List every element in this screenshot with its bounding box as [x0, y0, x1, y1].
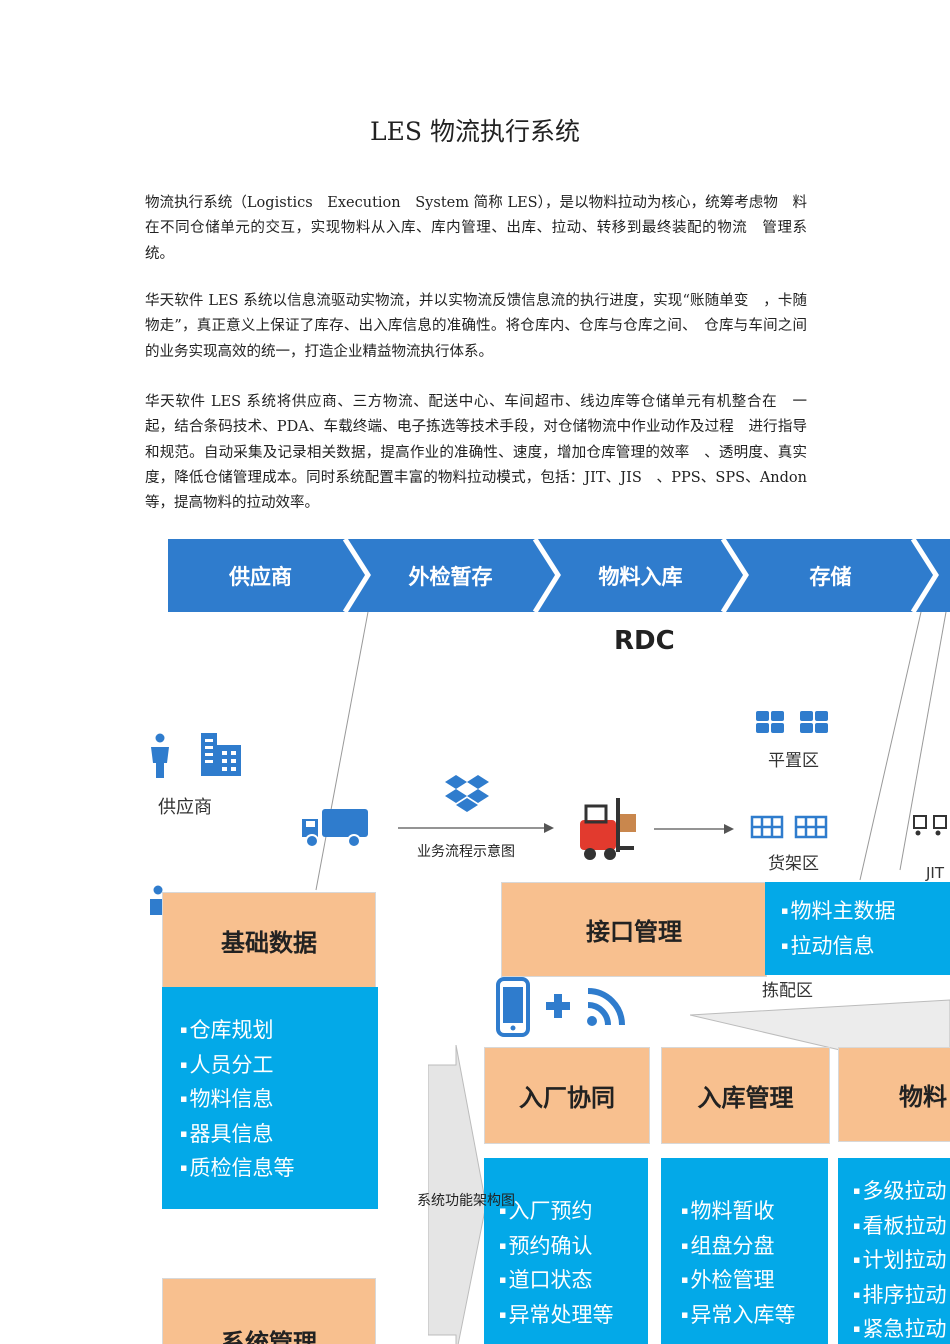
- base-data-item: 器具信息: [180, 1117, 378, 1152]
- architecture-caption: 系统功能架构图: [417, 1193, 515, 1209]
- supplier-label: 供应商: [158, 797, 212, 818]
- step-inspection-hold: 外检暂存: [408, 564, 493, 589]
- chevron-divider-2: [532, 537, 561, 614]
- flat-area-label: 平置区: [768, 751, 819, 771]
- picking-area-label: 拣配区: [762, 981, 813, 1001]
- module-item: 外检管理: [681, 1263, 828, 1298]
- wedge-shape: [690, 999, 950, 1053]
- base-data-box: 基础数据: [162, 892, 376, 988]
- interface-management-box: 接口管理: [501, 882, 767, 977]
- step-material-inbound: 物料入库: [598, 564, 683, 589]
- module-item: 计划拉动: [853, 1243, 950, 1278]
- chevron-divider-4: [910, 537, 939, 614]
- interface-item: 拉动信息: [781, 929, 950, 964]
- flat-area-icon: [756, 711, 828, 733]
- base-data-list: 仓库规划 人员分工 物料信息 器具信息 质检信息等: [162, 987, 378, 1209]
- document-title: LES 物流执行系统: [370, 117, 580, 146]
- module-item: 组盘分盘: [681, 1229, 828, 1264]
- rdc-label: RDC: [614, 626, 675, 656]
- module-item: 预约确认: [499, 1229, 648, 1264]
- business-flow-caption: 业务流程示意图: [417, 844, 515, 860]
- person-icon: [151, 733, 169, 778]
- module-inbound-management-list: 物料暂收 组盘分盘 外检管理 异常入库等: [661, 1158, 828, 1344]
- module-inbound-coordination: 入厂协同: [484, 1047, 650, 1144]
- module-material-pull-list: 多级拉动 看板拉动 计划拉动 排序拉动 紧急拉动: [838, 1158, 950, 1344]
- chevron-divider-1: [342, 537, 371, 614]
- shelf-area-label: 货架区: [768, 854, 819, 874]
- module-inbound-management: 入库管理: [661, 1047, 830, 1144]
- base-data-item: 质检信息等: [180, 1151, 378, 1186]
- plus-icon: [546, 994, 570, 1018]
- building-icon: [201, 733, 241, 776]
- paragraph-intro: 物流执行系统（Logistics Execution System 简称 LES…: [145, 195, 807, 262]
- logistics-figure: 供应商 外检暂存 物料入库 存储 RDC 供应商: [0, 530, 950, 1344]
- base-data-item: 物料信息: [180, 1082, 378, 1117]
- step-storage: 存储: [809, 564, 852, 589]
- module-item: 物料暂收: [681, 1194, 828, 1229]
- shelf-area-icon: [750, 815, 828, 839]
- step-supplier: 供应商: [229, 564, 292, 589]
- module-item: 排序拉动: [853, 1278, 950, 1313]
- module-material-pull: 物料: [838, 1047, 950, 1142]
- paragraph-integration: 华天软件 LES 系统将供应商、三方物流、配送中心、车间超市、线边库等仓储单元有…: [145, 394, 807, 512]
- interface-management-list: 物料主数据 拉动信息: [765, 882, 950, 975]
- package-icon: [445, 775, 489, 812]
- base-data-item: 人员分工: [180, 1048, 378, 1083]
- wifi-icon: [587, 988, 625, 1026]
- interface-item: 物料主数据: [781, 894, 950, 929]
- chevron-divider-3: [720, 537, 749, 614]
- module-item: 多级拉动: [853, 1174, 950, 1209]
- process-chevron-bar: [168, 537, 950, 614]
- process-arrow-shape: [428, 1045, 487, 1344]
- truck-icon: [302, 809, 368, 848]
- system-management-box: 系统管理: [162, 1278, 376, 1344]
- mobile-phone-icon: [496, 977, 530, 1037]
- module-item: 异常入库等: [681, 1298, 828, 1333]
- paragraph-info-flow: 华天软件 LES 系统以信息流驱动实物流，并以实物流反馈信息流的执行进度，实现“…: [145, 293, 807, 360]
- flow-arrow-2: [654, 824, 734, 834]
- module-item: 紧急拉动: [853, 1312, 950, 1344]
- module-inbound-coordination-list: 入厂预约 预约确认 道口状态 异常处理等: [484, 1158, 648, 1344]
- module-item: 异常处理等: [499, 1298, 648, 1333]
- base-data-item: 仓库规划: [180, 1013, 378, 1048]
- jit-label: JIT: [926, 864, 945, 882]
- module-item: 入厂预约: [499, 1194, 648, 1229]
- flow-arrow-1: [398, 823, 554, 833]
- module-item: 道口状态: [499, 1263, 648, 1298]
- forklift-icon: [580, 798, 636, 860]
- module-item: 看板拉动: [853, 1209, 950, 1244]
- conveyor-icon: [913, 815, 947, 836]
